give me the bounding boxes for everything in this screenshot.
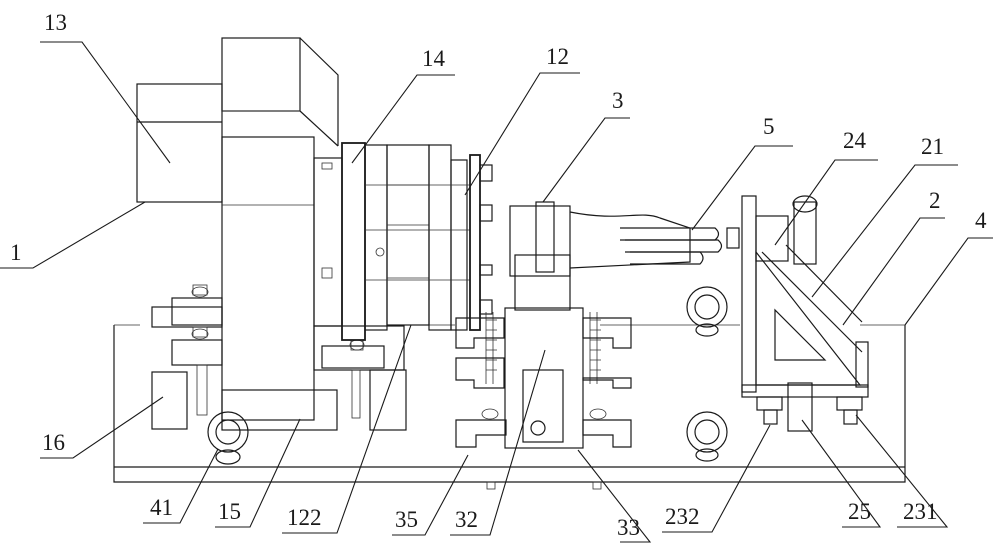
left-clamp-16 xyxy=(151,284,223,430)
lower-block-15 xyxy=(221,389,338,431)
cylinder-assembly-122 xyxy=(365,144,470,331)
label-33: 33 xyxy=(617,515,640,540)
label-15: 15 xyxy=(218,499,241,524)
label-16: 16 xyxy=(42,430,65,455)
guide-block-35 xyxy=(455,317,507,448)
block-24 xyxy=(755,195,818,265)
label-21: 21 xyxy=(921,134,944,159)
label-13: 13 xyxy=(44,10,67,35)
mounting-plate-12 xyxy=(469,154,493,331)
label-231: 231 xyxy=(903,499,938,524)
sensor-232 xyxy=(756,396,783,425)
lifting-eye-41 xyxy=(207,411,249,465)
lifting-eye-right-bottom xyxy=(686,411,728,462)
label-3: 3 xyxy=(612,88,624,113)
base-plate xyxy=(113,324,906,490)
label-5: 5 xyxy=(763,114,775,139)
label-41: 41 xyxy=(150,495,173,520)
housing-bracket xyxy=(313,325,407,431)
gripper-fingers-5 xyxy=(620,227,740,265)
label-25: 25 xyxy=(848,499,871,524)
label-122: 122 xyxy=(287,505,322,530)
label-4: 4 xyxy=(975,208,987,233)
label-2: 2 xyxy=(929,188,941,213)
lifting-eye-right-top xyxy=(686,286,728,337)
leader-lines xyxy=(0,41,993,543)
rotating-head-3 xyxy=(509,201,691,311)
label-35: 35 xyxy=(395,507,418,532)
motor-block xyxy=(136,37,339,203)
label-14: 14 xyxy=(422,46,446,71)
flange-plate-14 xyxy=(341,142,388,341)
post-25 xyxy=(787,382,813,432)
sensor-231 xyxy=(836,396,863,425)
label-32: 32 xyxy=(455,507,478,532)
main-housing xyxy=(221,136,343,421)
triangle-support-2 xyxy=(741,195,869,398)
label-24: 24 xyxy=(843,128,867,153)
guide-block-33 xyxy=(582,317,632,448)
label-232: 232 xyxy=(665,504,700,529)
label-12: 12 xyxy=(546,44,569,69)
label-1: 1 xyxy=(10,240,22,265)
